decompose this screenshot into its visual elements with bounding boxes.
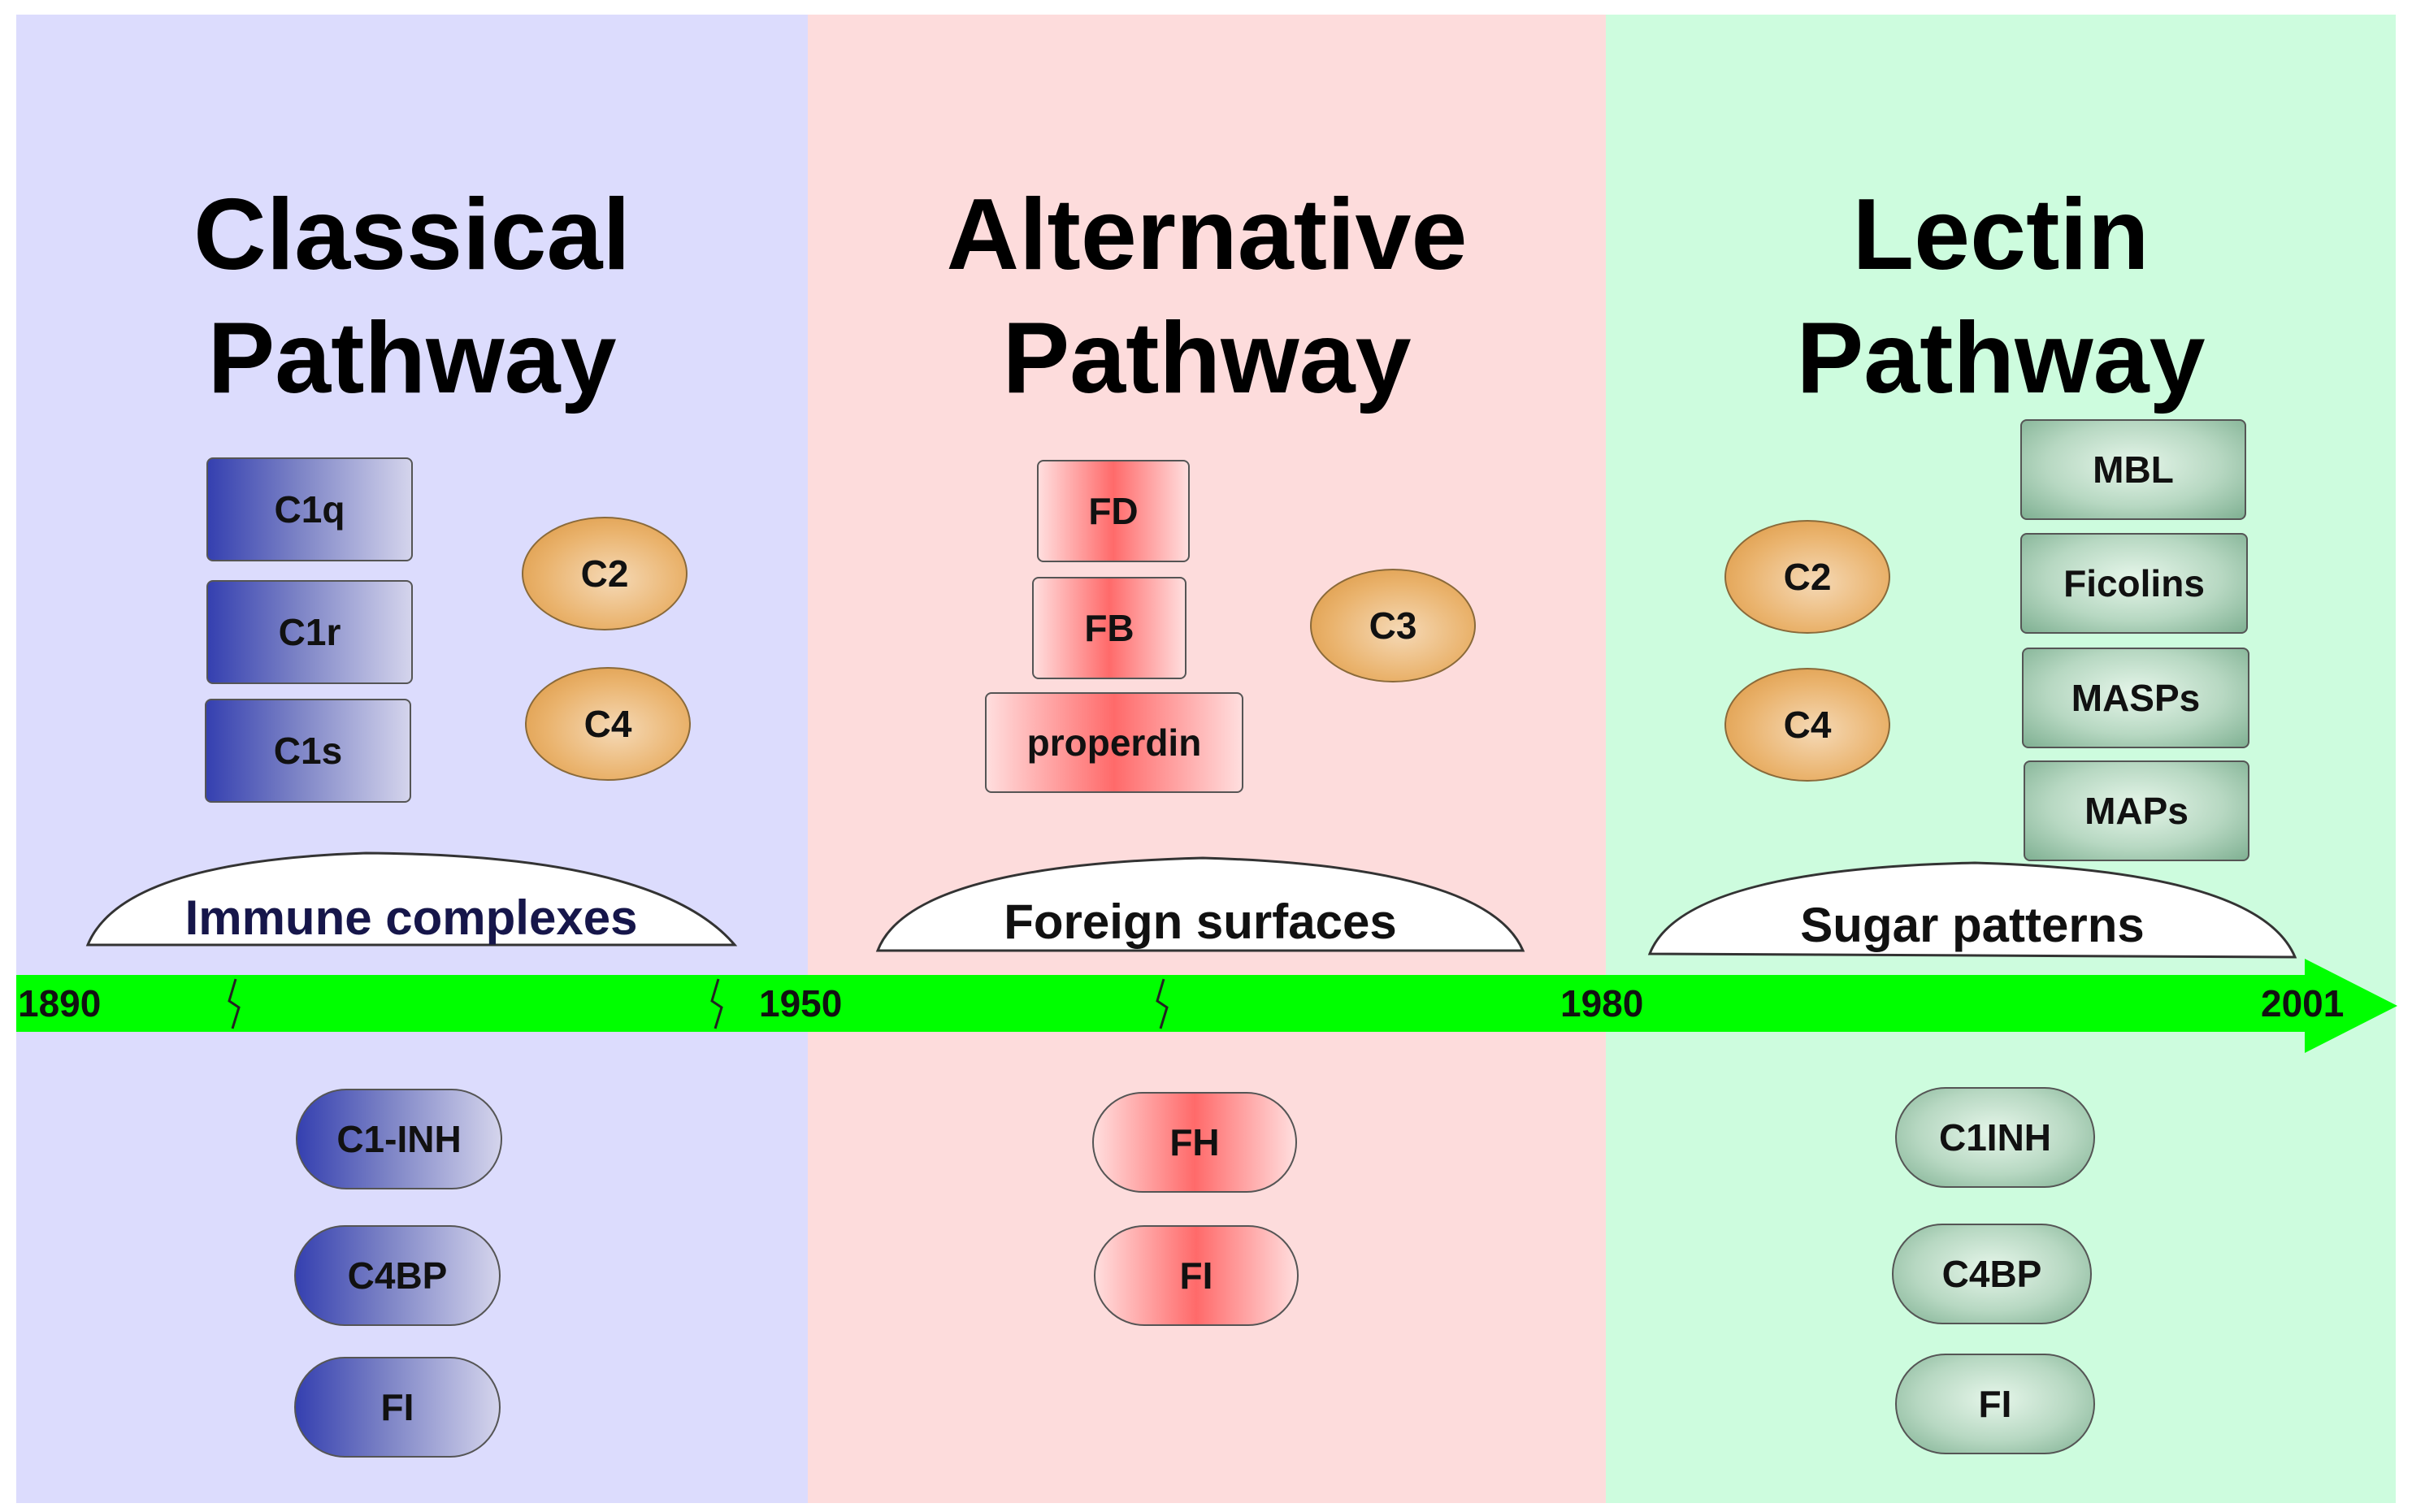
trigger-label: Immune complexes [184,890,638,945]
c3-oval: C3 [1310,569,1476,682]
trigger-label: Foreign surfaces [1004,895,1397,949]
c1-inh-pill: C1-INH [296,1089,502,1189]
trigger-label: Sugar patterns [1800,898,2145,952]
maps-box: MAPs [2024,760,2249,861]
fi-label: FI [1978,1383,2012,1425]
ficolins-label: Ficolins [2063,562,2205,604]
masps-box: MASPs [2022,648,2249,748]
fb-box: FB [1032,577,1186,679]
c4-label: C4 [583,703,632,745]
c4bp-label: C4BP [1941,1253,2042,1295]
maps-label: MAPs [2084,790,2189,832]
properdin-label: properdin [1026,721,1202,764]
masps-label: MASPs [2071,677,2201,719]
c2-oval-lectin: C2 [1724,520,1890,634]
c1s-label: C1s [273,730,343,772]
properdin-box: properdin [985,692,1243,793]
year-2001: 2001 [2261,982,2345,1025]
c1-inh-label: C1-INH [336,1118,462,1160]
alternative-pathway-panel: Alternative Pathway [808,15,1606,1503]
time-break-icon [1156,978,1169,1029]
mbl-box: MBL [2020,419,2246,520]
fi-pill-alternative: FI [1094,1225,1299,1326]
c1r-label: C1r [278,611,341,653]
title-line-2: Pathway [1002,302,1412,414]
c4-oval-lectin: C4 [1724,668,1890,782]
ficolins-box: Ficolins [2020,533,2248,634]
c4-oval-classical: C4 [525,667,691,781]
title-line-1: Classical [193,179,631,291]
c1s-box: C1s [205,699,411,803]
fd-label: FD [1088,490,1139,532]
c3-label: C3 [1369,604,1417,647]
title-line-1: Alternative [946,179,1468,291]
c2-label: C2 [1783,556,1832,598]
c1inh-pill: C1INH [1895,1087,2095,1188]
c1r-box: C1r [206,580,413,684]
c1q-label: C1q [274,488,345,531]
c4-label: C4 [1783,704,1832,746]
c4bp-pill-lectin: C4BP [1892,1224,2092,1324]
c1q-box: C1q [206,457,413,561]
title-line-2: Pathway [1796,302,2206,414]
title-line-1: Lectin [1852,179,2150,291]
c2-oval-classical: C2 [522,517,688,630]
c2-label: C2 [580,552,629,595]
fh-pill: FH [1092,1092,1297,1193]
lectin-pathway-title: Lectin Pathway [1606,173,2396,420]
time-break-icon [710,978,723,1029]
c4bp-label: C4BP [347,1254,448,1297]
fd-box: FD [1037,460,1190,562]
c1inh-label: C1INH [1938,1116,2052,1159]
fi-label: FI [380,1386,414,1428]
classical-pathway-title: Classical Pathway [16,173,808,420]
c4bp-pill-classical: C4BP [294,1225,501,1326]
fi-pill-classical: FI [294,1357,501,1458]
fb-label: FB [1084,607,1134,649]
timeline-bar [16,959,2397,1053]
year-1950: 1950 [759,982,843,1025]
time-break-icon [228,978,241,1029]
alternative-pathway-title: Alternative Pathway [808,173,1606,420]
fh-label: FH [1169,1121,1220,1163]
fi-pill-lectin: FI [1895,1354,2095,1454]
year-1980: 1980 [1560,982,1644,1025]
title-line-2: Pathway [207,302,617,414]
year-1890: 1890 [18,982,102,1025]
fi-label: FI [1179,1254,1213,1297]
mbl-label: MBL [2093,448,2174,491]
